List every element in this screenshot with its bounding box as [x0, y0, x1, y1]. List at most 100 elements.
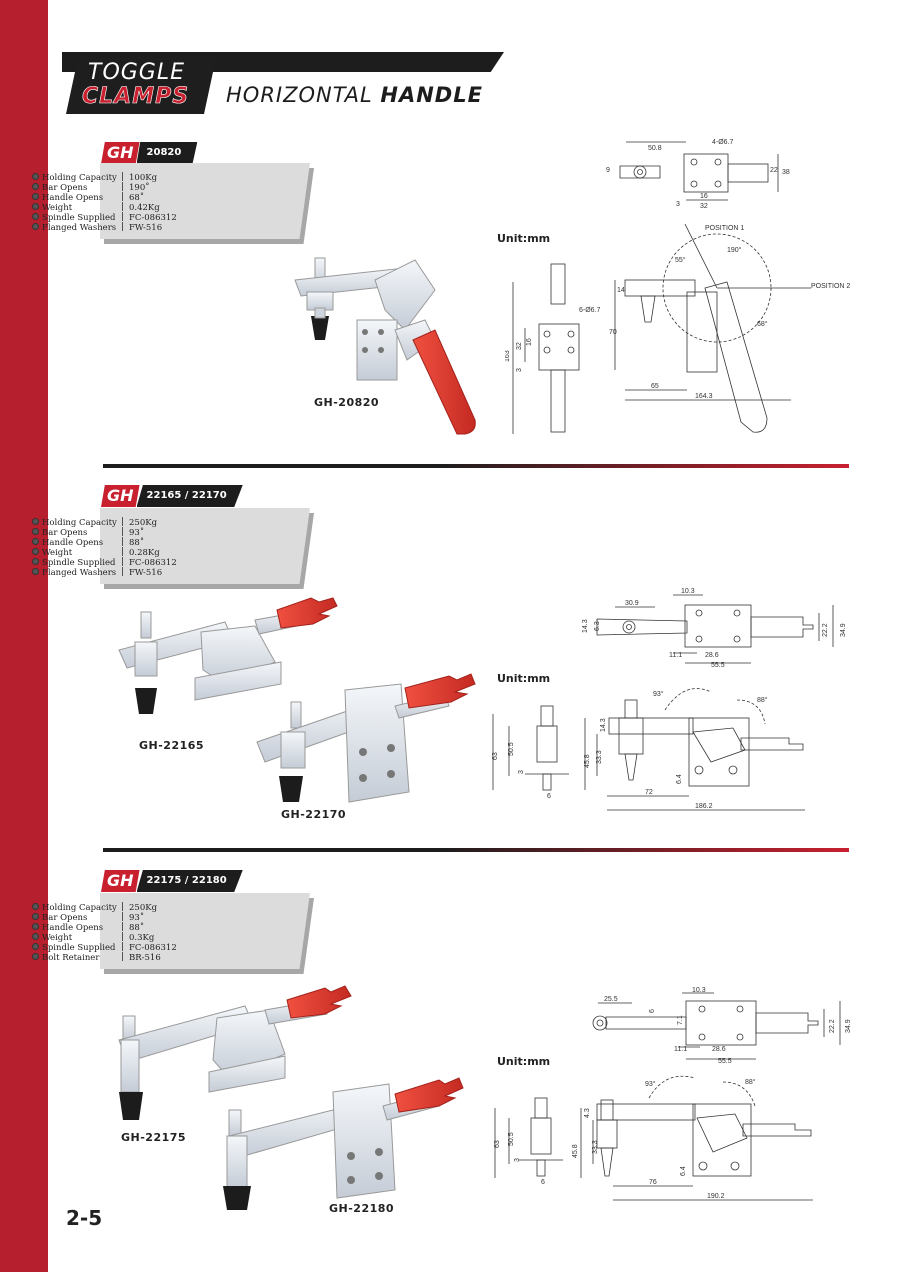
svg-text:34.9: 34.9	[840, 623, 847, 637]
svg-text:33.3: 33.3	[596, 750, 603, 764]
svg-text:38: 38	[782, 169, 790, 176]
svg-text:45.8: 45.8	[572, 1144, 579, 1158]
product-caption: GH-22175	[121, 1131, 187, 1144]
brand-tag: GH	[101, 485, 140, 507]
clamp-illustration-22175-22180	[118, 985, 464, 1210]
svg-text:63: 63	[494, 1140, 501, 1148]
model-number: 22165 / 22170	[136, 485, 243, 507]
bullet-icon	[32, 528, 39, 535]
bullet-icon	[32, 913, 39, 920]
svg-text:11.1: 11.1	[674, 1046, 687, 1053]
svg-text:93°: 93°	[645, 1080, 656, 1088]
bullet-icon	[32, 213, 39, 220]
svg-text:14.3: 14.3	[582, 619, 589, 633]
svg-text:190.2: 190.2	[707, 1193, 725, 1200]
bullet-icon	[32, 933, 39, 940]
page-title: HORIZONTAL HANDLE	[226, 83, 483, 107]
svg-text:11.1: 11.1	[669, 652, 682, 659]
svg-text:70: 70	[609, 329, 617, 336]
svg-text:3: 3	[676, 201, 680, 208]
top-view-drawing-20820: 50.8 4-Ø6.7 9 22 38 3 16 32	[606, 139, 790, 210]
model-number: 20820	[136, 142, 198, 164]
logo-block	[66, 58, 216, 114]
svg-text:50.5: 50.5	[508, 1132, 515, 1146]
svg-text:32: 32	[516, 342, 523, 350]
svg-text:72: 72	[645, 789, 653, 796]
svg-text:93°: 93°	[653, 690, 664, 698]
svg-text:25.5: 25.5	[604, 996, 618, 1003]
svg-text:186.2: 186.2	[695, 803, 713, 810]
svg-text:50.8: 50.8	[648, 145, 662, 152]
top-view-drawing-22175: 25.5 6 10.3 7.1 22.2 34.9 11.1 28.6 55.5	[592, 987, 852, 1065]
bullet-icon	[32, 903, 39, 910]
unit-label: Unit:mm	[497, 1055, 551, 1068]
bullet-icon	[32, 173, 39, 180]
svg-text:14: 14	[617, 287, 625, 294]
spec-panel-22175	[100, 893, 310, 969]
svg-text:10.3: 10.3	[681, 588, 695, 595]
bullet-icon	[32, 538, 39, 545]
svg-text:6: 6	[649, 1009, 656, 1013]
model-number: 22175 / 22180	[136, 870, 243, 892]
svg-text:6-Ø6.7: 6-Ø6.7	[579, 307, 601, 314]
svg-text:88°: 88°	[757, 696, 768, 704]
unit-label: Unit:mm	[497, 232, 551, 245]
svg-text:33.3: 33.3	[592, 1140, 599, 1154]
svg-text:6.3: 6.3	[594, 621, 601, 631]
svg-text:3: 3	[518, 770, 525, 774]
svg-text:9: 9	[606, 167, 610, 174]
model-tag-20820: GH 20820	[101, 142, 198, 164]
svg-text:22.2: 22.2	[822, 623, 829, 637]
front-side-view-drawing-20820: 6-Ø6.7 163 32 16 3 POSITION 1 POSITION 2…	[505, 223, 850, 434]
spec-panel-20820	[100, 163, 310, 239]
svg-text:190°: 190°	[727, 246, 742, 254]
svg-text:10.3: 10.3	[692, 987, 706, 994]
bullet-icon	[32, 943, 39, 950]
svg-text:22: 22	[770, 167, 778, 174]
svg-text:88°: 88°	[745, 1078, 756, 1086]
svg-text:22.2: 22.2	[829, 1019, 836, 1033]
bullet-icon	[32, 518, 39, 525]
bullet-icon	[32, 953, 39, 960]
logo-line1: TOGGLE	[88, 60, 186, 85]
front-side-view-drawing-22165: 63 50.5 3 6 93° 88° 14.3 45.8 33.3 6.4 7…	[492, 688, 805, 811]
top-view-drawing-22165: 30.9 10.3 14.3 6.3 22.2 34.9 11.1 28.6 5…	[582, 588, 847, 669]
svg-text:6.4: 6.4	[680, 1166, 687, 1176]
svg-text:76: 76	[649, 1179, 657, 1186]
svg-text:55.5: 55.5	[718, 1058, 732, 1065]
svg-text:55.5: 55.5	[711, 662, 725, 669]
svg-text:7.1: 7.1	[677, 1015, 684, 1025]
product-caption: GH-22165	[139, 739, 205, 752]
left-color-bar	[0, 0, 48, 1272]
svg-text:4-Ø6.7: 4-Ø6.7	[712, 139, 734, 146]
bullet-icon	[32, 568, 39, 575]
svg-text:3: 3	[516, 368, 523, 372]
svg-text:POSITION 1: POSITION 1	[705, 225, 744, 232]
model-tag-22165-22170: GH 22165 / 22170	[101, 485, 243, 507]
svg-text:14.3: 14.3	[600, 718, 607, 732]
bullet-icon	[32, 183, 39, 190]
section-divider	[103, 848, 849, 852]
svg-text:4.3: 4.3	[584, 1108, 591, 1118]
product-caption: GH-22180	[329, 1202, 395, 1215]
title-light: HORIZONTAL	[226, 83, 381, 107]
model-tag-22175-22180: GH 22175 / 22180	[101, 870, 243, 892]
brand-tag: GH	[101, 142, 140, 164]
unit-label: Unit:mm	[497, 672, 551, 685]
svg-text:16: 16	[700, 193, 708, 200]
spec-panel-22165	[100, 508, 310, 584]
svg-text:68°: 68°	[757, 320, 768, 328]
svg-text:6: 6	[541, 1179, 545, 1186]
svg-text:30.9: 30.9	[625, 600, 639, 607]
